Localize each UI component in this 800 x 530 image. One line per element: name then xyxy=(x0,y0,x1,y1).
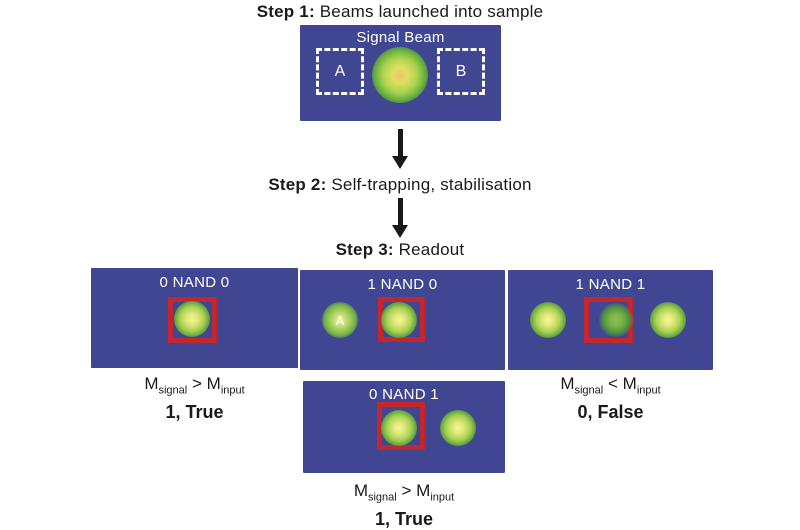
readout-panel-0nand1: 0 NAND 1 xyxy=(303,381,505,473)
signal-dot-dim xyxy=(599,303,633,337)
arrow-shaft xyxy=(397,129,403,156)
result-expression: Msignal > Minput xyxy=(303,481,505,507)
input-b-dot xyxy=(440,410,476,446)
readout-panel-1nand1: 1 NAND 1 xyxy=(508,270,713,370)
readout-panel-1nand0-title: 1 NAND 0 xyxy=(367,276,438,293)
sub-input: input xyxy=(220,384,245,397)
step2-text: Self-trapping, stabilisation xyxy=(331,175,532,194)
sub-input: input xyxy=(636,384,661,397)
signal-dot xyxy=(381,410,417,446)
step3-title: Step 3: Readout xyxy=(0,240,800,260)
arrow-head xyxy=(392,156,408,169)
signal-beam-dot xyxy=(372,47,428,103)
down-arrow-icon xyxy=(392,129,408,169)
readout-marker-box xyxy=(168,297,217,343)
readout-panel-0nand0-title: 0 NAND 0 xyxy=(159,274,230,291)
signal-dot xyxy=(381,302,417,338)
readout-panel-0nand1-title: 0 NAND 1 xyxy=(369,386,439,403)
sub-signal: signal xyxy=(158,384,188,397)
input-b-label: B xyxy=(455,62,467,80)
m-input: M xyxy=(622,374,637,393)
sub-signal: signal xyxy=(367,491,397,504)
arrow-head xyxy=(392,225,408,238)
step3-text: Readout xyxy=(398,240,465,259)
step2-title: Step 2: Self-trapping, stabilisation xyxy=(0,175,800,195)
result-verdict: 1, True xyxy=(165,402,224,423)
down-arrow-icon xyxy=(392,198,408,238)
m-signal: M xyxy=(144,374,159,393)
step1-label: Step 1: xyxy=(256,2,315,21)
sub-signal: signal xyxy=(574,384,604,397)
result-caption-0nand1: Msignal > Minput 1, True xyxy=(303,481,505,530)
input-a-dashed-box: A xyxy=(316,48,364,95)
input-b-dashed-box: B xyxy=(437,48,485,95)
input-a-label: A xyxy=(334,62,346,80)
result-expression: Msignal > Minput xyxy=(91,374,298,400)
signal-beam-panel: Signal Beam A B xyxy=(300,25,501,121)
m-signal: M xyxy=(353,481,368,500)
m-input: M xyxy=(206,374,221,393)
result-caption-1nand1: Msignal < Minput 0, False xyxy=(508,374,713,423)
step1-text: Beams launched into sample xyxy=(319,2,544,21)
signal-dot xyxy=(174,301,210,337)
input-a-dot xyxy=(530,302,566,338)
signal-beam-title: Signal Beam xyxy=(356,29,445,46)
sub-input: input xyxy=(430,491,455,504)
result-caption-0nand0: Msignal > Minput 1, True xyxy=(91,374,298,423)
m-signal: M xyxy=(560,374,575,393)
comparison-operator: > xyxy=(191,374,202,393)
comparison-operator: > xyxy=(401,481,412,500)
m-input: M xyxy=(416,481,431,500)
readout-marker-box xyxy=(378,297,425,342)
result-expression: Msignal < Minput xyxy=(508,374,713,400)
step2-label: Step 2: xyxy=(268,175,327,194)
result-verdict: 1, True xyxy=(374,509,434,530)
arrow-shaft xyxy=(397,198,403,225)
step1-title: Step 1: Beams launched into sample xyxy=(0,2,800,22)
step3-label: Step 3: xyxy=(335,240,394,259)
input-a-dot: A xyxy=(322,302,358,338)
readout-panel-1nand0: 1 NAND 0 A xyxy=(300,270,505,370)
input-b-dot xyxy=(650,302,686,338)
readout-marker-box xyxy=(377,402,425,450)
readout-panel-1nand1-title: 1 NAND 1 xyxy=(575,276,646,293)
readout-panel-0nand0: 0 NAND 0 xyxy=(91,268,298,368)
comparison-operator: < xyxy=(607,374,618,393)
input-a-dot-label: A xyxy=(335,312,345,328)
result-verdict: 0, False xyxy=(577,402,644,423)
